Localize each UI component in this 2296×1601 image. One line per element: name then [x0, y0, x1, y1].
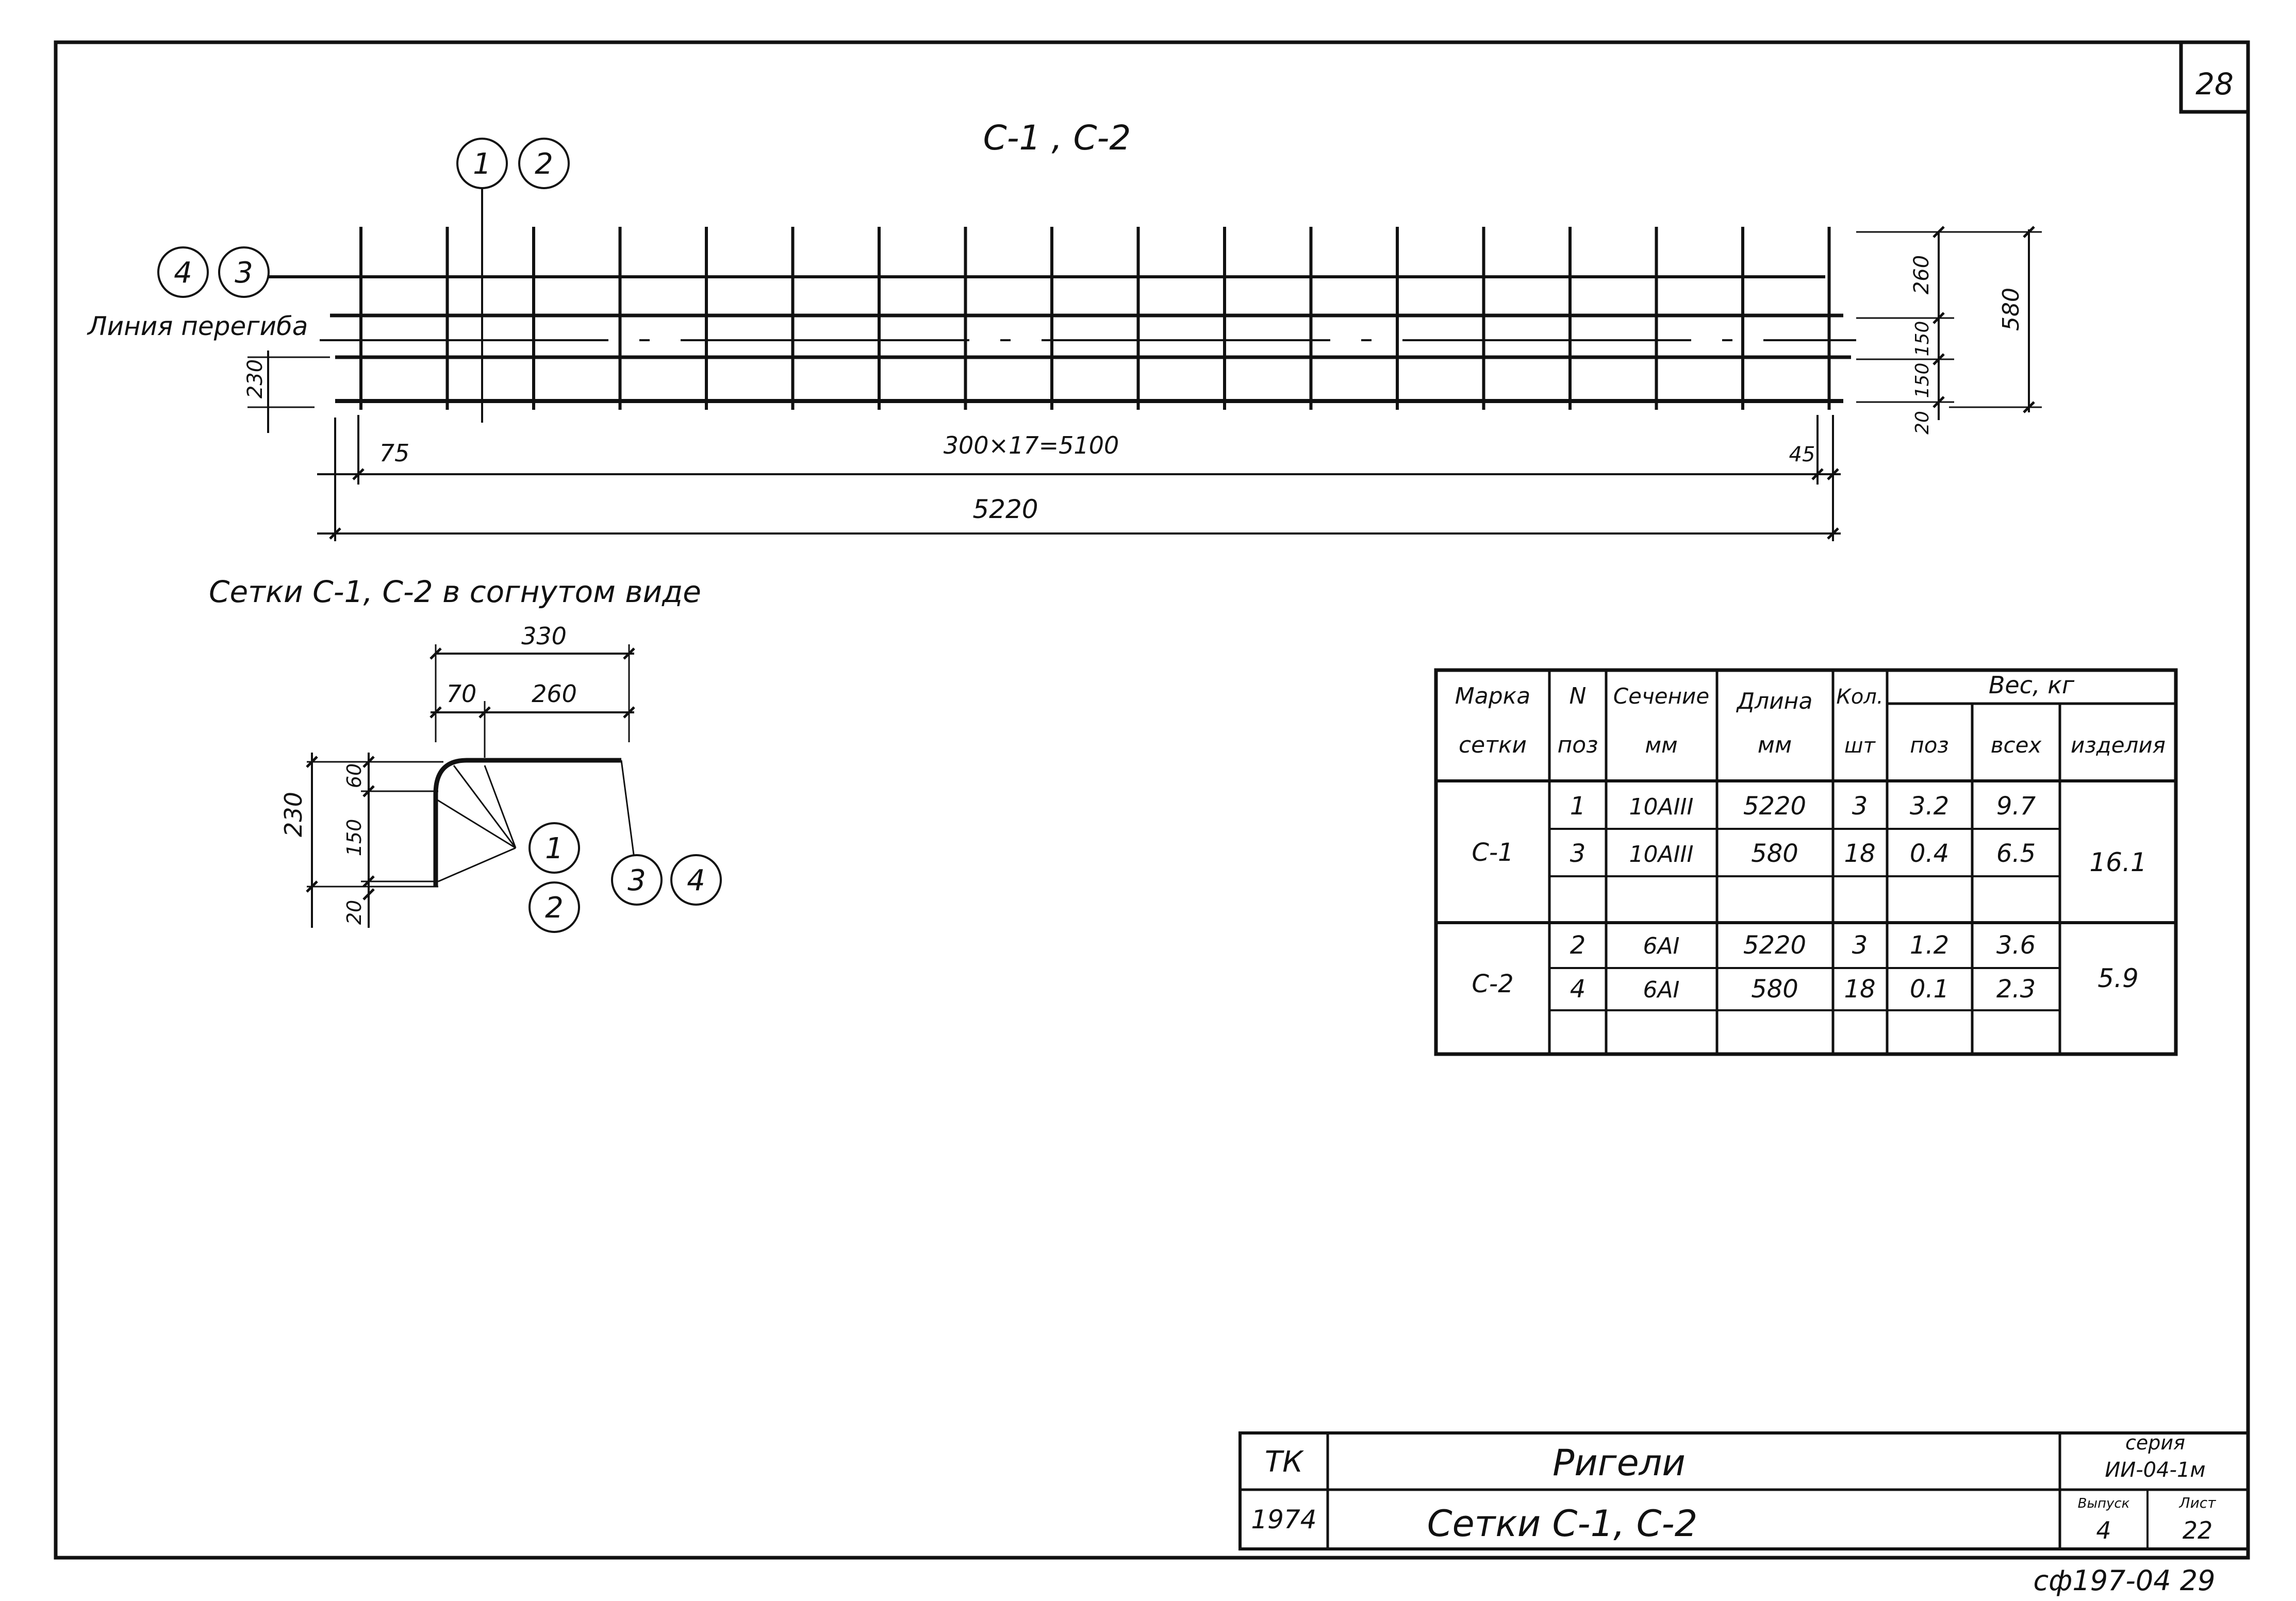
- th-length-1: Длина: [1736, 688, 1813, 714]
- callout-1-2: [456, 138, 570, 189]
- bent-dim-150: 150: [343, 819, 366, 857]
- bent-dim-70: 70: [447, 680, 477, 708]
- callout-4-3: [157, 246, 270, 298]
- cell-w-pos: 0.1: [1910, 975, 1949, 1004]
- th-section-1: Сечение: [1613, 683, 1709, 709]
- cell-mark: С-2: [1472, 970, 1513, 998]
- bend-line-label: Линия перегиба: [87, 311, 308, 341]
- dim-580: 580: [1998, 288, 2024, 331]
- cell-qty: 3: [1852, 792, 1868, 821]
- tb-year: 1974: [1251, 1505, 1316, 1535]
- bent-callout-1: 1: [545, 832, 564, 865]
- th-mark-2: сетки: [1459, 732, 1527, 758]
- cell-w-all: 2.3: [1996, 975, 2036, 1004]
- cell-length: 5220: [1743, 931, 1806, 960]
- dim-span: 300×17=5100: [944, 431, 1119, 459]
- cell-pos: 3: [1570, 839, 1586, 868]
- tb-sheet-label: Лист: [2179, 1494, 2217, 1511]
- callout-1: 1: [473, 147, 491, 181]
- cell-w-pos: 3.2: [1910, 792, 1949, 821]
- th-weight-item: изделия: [2071, 732, 2166, 758]
- cell-length: 580: [1751, 975, 1798, 1004]
- cell-item-weight: 5.9: [2097, 963, 2139, 993]
- cell-section: 6АI: [1643, 977, 1679, 1003]
- cell-qty: 18: [1844, 975, 1875, 1004]
- th-length-2: мм: [1758, 732, 1792, 758]
- cell-item-weight: 16.1: [2089, 847, 2146, 877]
- mesh-elevation: [247, 188, 2042, 541]
- bent-view-title: Сетки С-1, С-2 в согнутом виде: [209, 574, 701, 609]
- bent-callout-3: 3: [627, 864, 646, 897]
- cell-w-all: 9.7: [1996, 792, 2036, 821]
- callout-4: 4: [174, 256, 192, 290]
- cell-mark: С-1: [1472, 838, 1513, 867]
- dim-75: 75: [379, 439, 410, 467]
- dim-260: 260: [1910, 255, 1934, 294]
- dim-20: 20: [1912, 411, 1933, 435]
- title-block: [1238, 1431, 2250, 1550]
- tb-issue-value: 4: [2096, 1516, 2111, 1544]
- th-weight-pos: поз: [1910, 732, 1949, 758]
- bent-callouts: [528, 822, 722, 933]
- tb-sheet-value: 22: [2183, 1516, 2213, 1544]
- th-pos-2: поз: [1557, 732, 1598, 758]
- spec-table: [1434, 668, 2178, 1056]
- transverse-bars: [359, 227, 1831, 410]
- tb-name: Ригели: [1552, 1442, 1686, 1484]
- bent-dim-20: 20: [343, 900, 366, 925]
- tb-series-label: серия: [2125, 1431, 2185, 1454]
- dim-45: 45: [1789, 443, 1815, 466]
- tb-sheet-title: Сетки С-1, С-2: [1427, 1503, 1698, 1545]
- page-number: 28: [2195, 66, 2234, 102]
- cell-section: 10АIII: [1629, 794, 1693, 820]
- cell-section: 6АI: [1643, 933, 1679, 959]
- cell-pos: 2: [1570, 931, 1586, 960]
- cell-qty: 18: [1844, 839, 1875, 868]
- cell-w-pos: 1.2: [1910, 931, 1949, 960]
- sheet-frame: [54, 40, 2250, 1560]
- callout-2: 2: [535, 147, 553, 181]
- cell-pos: 4: [1570, 975, 1586, 1004]
- callout-3: 3: [235, 256, 253, 290]
- cell-w-all: 6.5: [1996, 839, 2036, 868]
- dim-150-b: 150: [1912, 363, 1933, 398]
- bent-view: [306, 644, 635, 928]
- tb-issue-label: Выпуск: [2078, 1496, 2130, 1511]
- bent-dim-330: 330: [521, 622, 567, 650]
- tb-series-value: ИИ-04-1м: [2105, 1458, 2205, 1482]
- th-qty-1: Кол.: [1836, 685, 1883, 709]
- th-qty-2: шт: [1844, 734, 1876, 758]
- dim-150-a: 150: [1912, 321, 1933, 357]
- stamp-code: сф197-04 29: [2033, 1564, 2215, 1597]
- cell-length: 5220: [1743, 792, 1806, 821]
- th-weight-group: Вес, кг: [1989, 671, 2075, 699]
- cell-pos: 1: [1570, 792, 1586, 821]
- tb-org: ТК: [1265, 1445, 1304, 1479]
- cell-qty: 3: [1852, 931, 1868, 960]
- bent-dim-260: 260: [532, 680, 577, 708]
- cell-w-all: 3.6: [1996, 931, 2036, 960]
- dim-5220: 5220: [972, 494, 1038, 524]
- cell-section: 10АIII: [1629, 841, 1693, 868]
- bent-dim-60: 60: [343, 763, 366, 788]
- bent-callout-4: 4: [687, 864, 705, 897]
- th-mark-1: Марка: [1455, 683, 1530, 709]
- drawing-title: С-1 , С-2: [983, 118, 1131, 158]
- th-section-2: мм: [1645, 732, 1677, 758]
- th-pos-1: N: [1570, 683, 1587, 709]
- dim-230-left: 230: [243, 359, 267, 398]
- cell-length: 580: [1751, 839, 1798, 868]
- th-weight-all: всех: [1991, 732, 2042, 758]
- bent-callout-2: 2: [545, 891, 564, 925]
- cell-w-pos: 0.4: [1910, 839, 1949, 868]
- bent-dim-230: 230: [279, 792, 307, 837]
